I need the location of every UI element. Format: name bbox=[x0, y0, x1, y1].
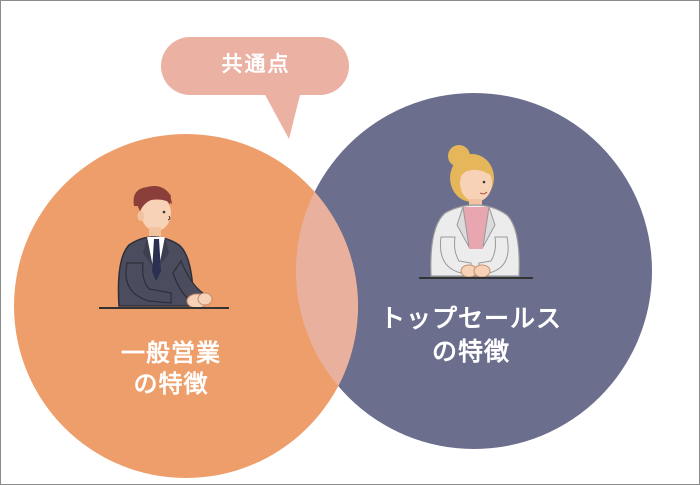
right-circle-label: トップセールス の特徴 bbox=[356, 303, 586, 368]
callout-bubble bbox=[161, 37, 349, 139]
right-label-line2: の特徴 bbox=[431, 336, 510, 366]
callout-label: 共通点 bbox=[221, 52, 291, 76]
businessman-seated-icon bbox=[99, 186, 229, 309]
businesswoman-seated-icon bbox=[419, 145, 533, 279]
left-label-line2: の特徴 bbox=[133, 370, 209, 399]
left-circle-label: 一般営業 の特徴 bbox=[86, 338, 256, 400]
right-label-line1: トップセールス bbox=[379, 304, 562, 333]
left-label-line1: 一般営業 bbox=[121, 339, 221, 367]
